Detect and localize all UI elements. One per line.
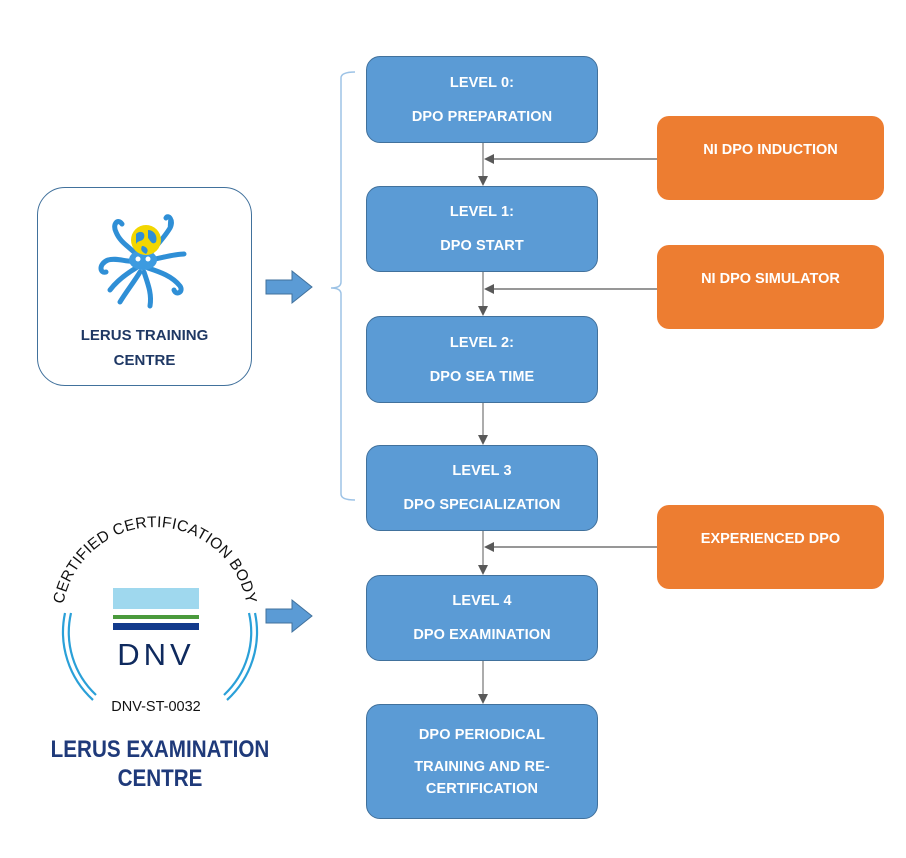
training-centre-title-line1: LERUS TRAINING (80, 327, 209, 344)
level-4-label: LEVEL 4 (452, 593, 512, 609)
level-1-title: DPO START (440, 238, 524, 254)
level-2-title: DPO SEA TIME (429, 368, 535, 385)
entry-induction-label: NI DPO INDUCTION (703, 142, 838, 158)
dnv-standard-text: DNV-ST-0032 (111, 699, 200, 715)
periodical-title: DPO PERIODICAL (418, 726, 546, 743)
level-4-title: DPO EXAMINATION (413, 627, 551, 643)
entry-experienced-label: EXPERIENCED DPO (700, 531, 841, 547)
training-scope-bracket (330, 71, 356, 501)
exam-to-level4-arrow (265, 598, 313, 634)
examination-centre-title: LERUS EXAMINATION CENTRE (31, 735, 289, 793)
level-3-title: DPO SPECIALIZATION (403, 497, 561, 513)
training-to-levels-arrow (265, 269, 313, 305)
dnv-brand-text: DNV (117, 637, 194, 672)
level-1-label: LEVEL 1: (449, 204, 515, 220)
periodical-subtitle-line1: TRAINING AND RE- (414, 758, 550, 775)
dnv-certification-seal: CERTIFIED CERTIFICATION BODY DNV DNV-ST-… (51, 514, 260, 715)
entry-simulator-box: NI DPO SIMULATOR (657, 245, 884, 329)
entry-simulator-label: NI DPO SIMULATOR (701, 271, 840, 287)
examination-centre-title-line2: CENTRE (117, 765, 203, 792)
level-0-label: LEVEL 0: (449, 74, 515, 91)
entry-experienced-box: EXPERIENCED DPO (657, 505, 884, 589)
level-4-box: LEVEL 4 DPO EXAMINATION (366, 575, 598, 661)
level-2-label: LEVEL 2: (449, 334, 515, 351)
training-centre-card: LERUS TRAINING CENTRE (37, 187, 252, 386)
periodical-box: DPO PERIODICAL TRAINING AND RE- CERTIFIC… (366, 704, 598, 819)
training-centre-title: LERUS TRAINING CENTRE (38, 323, 251, 373)
periodical-subtitle-line2: CERTIFICATION (425, 780, 539, 797)
level-3-box: LEVEL 3 DPO SPECIALIZATION (366, 445, 598, 531)
training-centre-title-line2: CENTRE (113, 352, 176, 369)
dnv-light-blue-bar (113, 588, 199, 609)
entry-induction-box: NI DPO INDUCTION (657, 116, 884, 200)
level-3-label: LEVEL 3 (452, 463, 512, 479)
level-1-box: LEVEL 1: DPO START (366, 186, 598, 272)
dnv-navy-bar (113, 623, 199, 630)
level-2-box: LEVEL 2: DPO SEA TIME (366, 316, 598, 403)
level-0-title: DPO PREPARATION (411, 108, 553, 125)
octopus-globe-logo-icon (98, 214, 187, 309)
seal-ring (61, 612, 259, 701)
level-0-box: LEVEL 0: DPO PREPARATION (366, 56, 598, 143)
examination-centre-title-line1: LERUS EXAMINATION (50, 736, 270, 763)
dnv-green-bar (113, 615, 199, 619)
